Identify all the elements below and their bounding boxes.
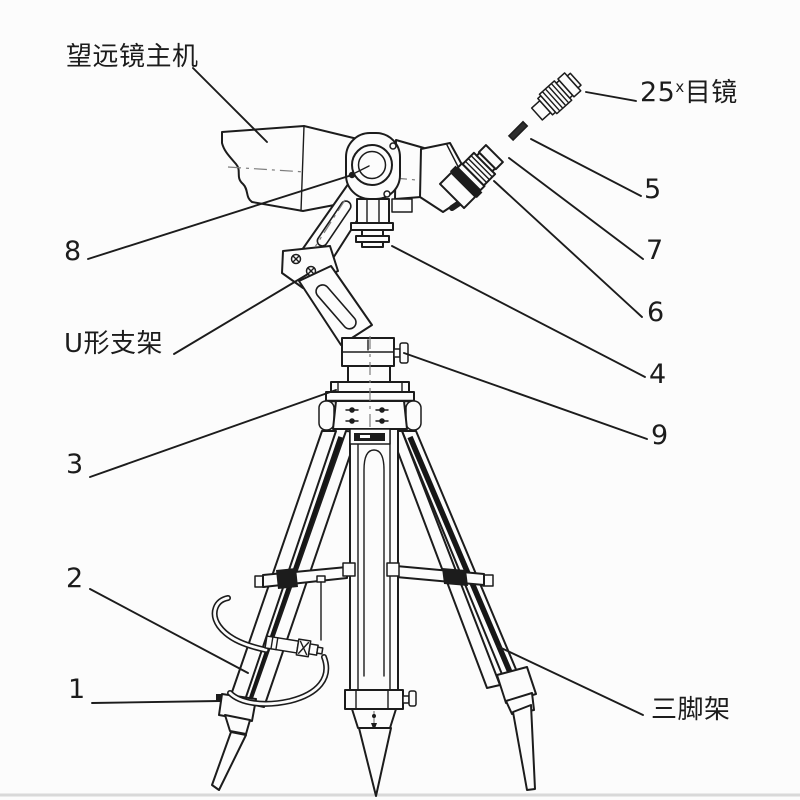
spreader-bar: [254, 565, 494, 641]
telescope-body: [221, 125, 504, 213]
label-25x-eyepiece: 25x目镜: [640, 79, 738, 106]
label-8: 8: [64, 236, 82, 267]
center-column: [342, 428, 417, 797]
pivot-ring: [345, 132, 401, 200]
label-4: 4: [649, 359, 667, 390]
cable-hose: [211, 595, 330, 707]
label-7: 7: [646, 235, 664, 266]
casting-bolts: [345, 407, 389, 424]
label-1: 1: [68, 674, 86, 705]
label-2: 2: [66, 563, 84, 594]
label-5: 5: [644, 174, 662, 205]
eyepiece-holder-rings: [438, 144, 504, 210]
label-9: 9: [651, 420, 669, 451]
azimuth-base: [350, 198, 394, 248]
label-u-bracket: U形支架: [64, 329, 164, 359]
pan-head: [341, 336, 409, 430]
label-25x-name: 目镜: [684, 78, 738, 108]
label-3: 3: [66, 449, 84, 480]
label-tripod: 三脚架: [651, 695, 731, 725]
left-foot: [211, 693, 257, 791]
pan-lock-knob: [393, 342, 409, 364]
leader-lines: [87, 67, 648, 716]
eyepiece-25x-part: [530, 72, 582, 121]
locking-pin-part: [507, 120, 529, 142]
label-telescope-main: 望远镜主机: [66, 42, 199, 72]
label-25x-sup: x: [675, 78, 685, 96]
right-foot: [496, 666, 537, 791]
label-25x-number: 25: [640, 77, 676, 108]
cable-connector: [264, 635, 324, 658]
u-bracket-arm: [281, 179, 375, 346]
label-6: 6: [647, 297, 665, 328]
